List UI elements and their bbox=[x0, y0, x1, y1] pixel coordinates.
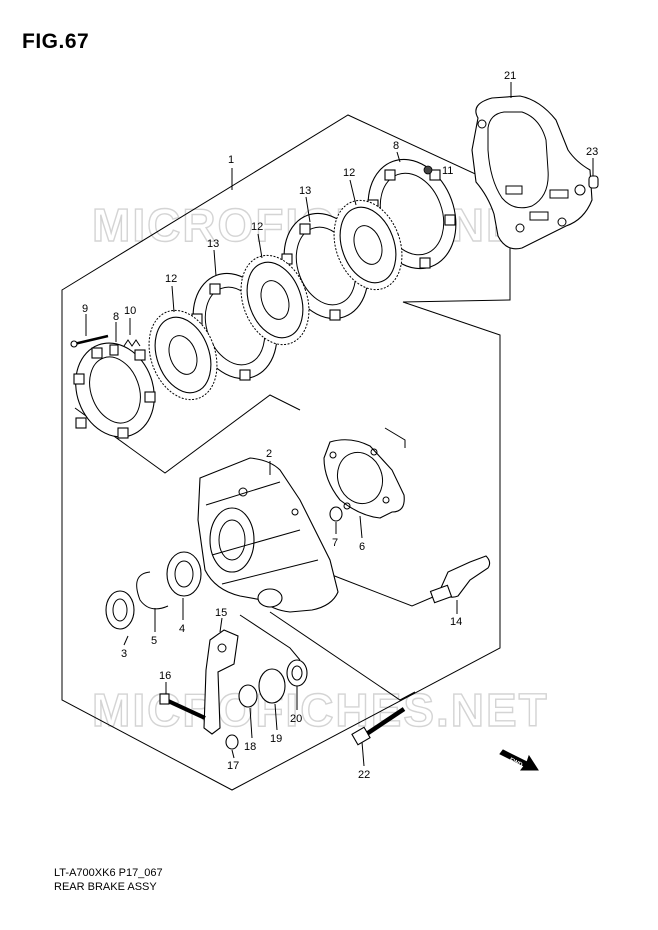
seal-20 bbox=[286, 659, 308, 687]
diagram-caption: REAR BRAKE ASSY bbox=[54, 881, 157, 893]
backing-plate bbox=[323, 439, 405, 519]
callout-17: 17 bbox=[227, 760, 239, 772]
pin bbox=[588, 175, 599, 189]
pin-9 bbox=[73, 334, 109, 346]
gasket-slot-2 bbox=[549, 189, 569, 199]
cam-shaft bbox=[429, 555, 491, 604]
snap-ring bbox=[136, 571, 169, 610]
gasket-hole-4 bbox=[477, 119, 487, 129]
callout-8-upper: 8 bbox=[393, 140, 399, 152]
callout-19: 19 bbox=[270, 733, 282, 745]
gasket-slot-3 bbox=[529, 211, 549, 221]
nut-17 bbox=[225, 734, 239, 750]
bearing bbox=[166, 551, 202, 597]
bracket-line-seal-b bbox=[269, 611, 416, 701]
callout-11: 11 bbox=[442, 165, 453, 177]
callout-13-upper: 13 bbox=[299, 185, 311, 197]
assembly-outline bbox=[61, 114, 511, 791]
callout-22: 22 bbox=[358, 769, 370, 781]
spring-10 bbox=[123, 339, 141, 347]
bearing-inner bbox=[174, 560, 194, 588]
callout-5: 5 bbox=[151, 635, 157, 647]
brake-lever-hole bbox=[217, 643, 227, 653]
bracket-line-shaft bbox=[331, 574, 441, 607]
gasket-hole-2 bbox=[515, 223, 525, 233]
nut-11 bbox=[423, 165, 433, 175]
friction-disc-12-middle bbox=[240, 254, 310, 346]
callout-9: 9 bbox=[82, 303, 88, 315]
callout-8-lower: 8 bbox=[113, 311, 119, 323]
callout-20: 20 bbox=[290, 713, 302, 725]
callout-1: 1 bbox=[228, 154, 234, 166]
callout-3: 3 bbox=[121, 648, 127, 660]
bolt-16 bbox=[165, 698, 206, 720]
callout-7: 7 bbox=[332, 537, 338, 549]
bracket-line-plate bbox=[384, 427, 406, 448]
cap-7 bbox=[329, 506, 343, 522]
callout-23: 23 bbox=[586, 146, 598, 158]
washer-18 bbox=[238, 684, 258, 708]
diagram-code: LT-A700XK6 P17_067 bbox=[54, 867, 163, 879]
brake-lever bbox=[203, 629, 239, 735]
figure-title: FIG.67 bbox=[22, 30, 90, 53]
callout-6: 6 bbox=[359, 541, 365, 553]
bracket-line-seal-a bbox=[239, 614, 301, 661]
callout-4: 4 bbox=[179, 623, 185, 635]
callout-15: 15 bbox=[215, 607, 227, 619]
callout-21: 21 bbox=[504, 70, 516, 82]
oil-seal-inner bbox=[112, 598, 128, 622]
callout-12-rear: 12 bbox=[343, 167, 355, 179]
leader-lines bbox=[85, 82, 594, 767]
pin-9-head bbox=[70, 340, 78, 348]
clip-8 bbox=[109, 344, 119, 356]
friction-disc-12-rear bbox=[333, 199, 403, 291]
callout-12-middle: 12 bbox=[251, 221, 263, 233]
gasket-inner-opening bbox=[487, 111, 549, 209]
callout-2: 2 bbox=[266, 448, 272, 460]
tabbed-plate-8-front bbox=[73, 342, 156, 439]
bolt-16-head bbox=[159, 693, 170, 705]
o-ring-19 bbox=[258, 668, 286, 704]
bracket-line-upper bbox=[74, 394, 301, 474]
bolt-22 bbox=[360, 707, 406, 739]
bolt-22-head bbox=[351, 726, 371, 746]
fwd-label: FWD bbox=[508, 757, 524, 768]
oil-seal bbox=[105, 590, 135, 630]
caliper-housing bbox=[197, 457, 339, 613]
friction-disc-12-front bbox=[148, 309, 218, 401]
callout-13-lower: 13 bbox=[207, 238, 219, 250]
callout-16: 16 bbox=[159, 670, 171, 682]
callout-14: 14 bbox=[450, 616, 462, 628]
watermark-lower: MICROFICHES.NET bbox=[92, 684, 549, 736]
seal-20-inner bbox=[291, 665, 303, 681]
callout-12-front: 12 bbox=[165, 273, 177, 285]
callout-18: 18 bbox=[244, 741, 256, 753]
fwd-arrow-icon: FWD bbox=[499, 749, 539, 771]
gasket bbox=[471, 95, 593, 250]
callout-10: 10 bbox=[124, 305, 136, 317]
gasket-hole-3 bbox=[557, 217, 567, 227]
gasket-hole-1 bbox=[574, 184, 586, 196]
gasket-slot-1 bbox=[505, 185, 523, 195]
